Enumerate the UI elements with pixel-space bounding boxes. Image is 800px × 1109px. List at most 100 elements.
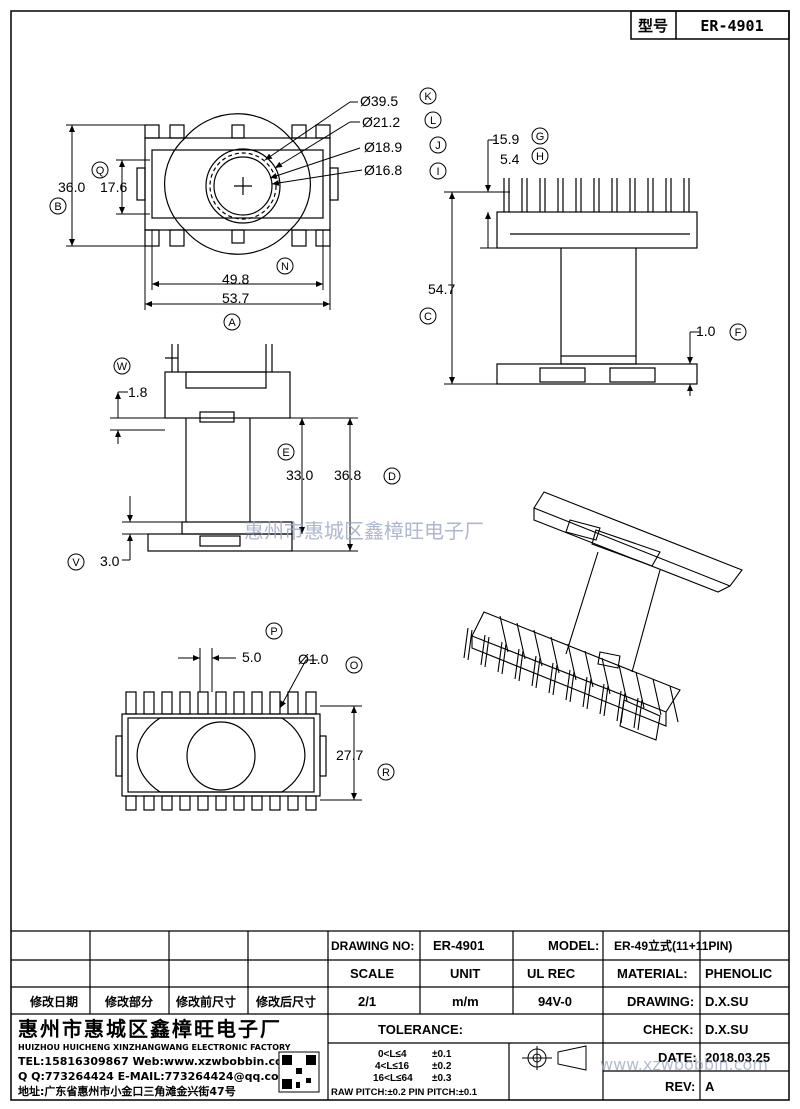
projection-symbol <box>522 1045 587 1071</box>
drawing-no: ER-4901 <box>433 938 484 953</box>
top-view-labels: Ø39.5 Ø21.2 Ø18.9 Ø16.8 36.0 17.6 49.8 5… <box>58 93 402 306</box>
dim-d4: Ø16.8 <box>364 162 402 178</box>
side-view-refs: G H C F <box>419 127 747 341</box>
dim-w: 1.8 <box>128 384 148 400</box>
bottom-pin-bottom <box>143 795 155 811</box>
iso-fin <box>669 685 679 723</box>
iso-fin <box>601 657 611 695</box>
drawing-label: DRAWING: <box>627 994 694 1009</box>
bottom-pin-top <box>251 691 263 715</box>
company-qq: Q Q:773264424 E-MAIL:773264424@qq.com <box>18 1070 290 1083</box>
iso-pin <box>552 664 558 696</box>
tol-range-1: 0<L≤4 <box>378 1049 407 1060</box>
rev-header-date: 修改日期 <box>29 994 78 1009</box>
tol-value-2: ±0.2 <box>432 1061 452 1072</box>
ref-c: C <box>424 311 432 323</box>
iso-pin <box>497 641 503 673</box>
ul-value: 94V-0 <box>538 994 572 1009</box>
ref-l: L <box>430 115 436 127</box>
bottom-pin-top <box>179 691 191 715</box>
bottom-pin-bottom <box>305 795 317 811</box>
ref-o: O <box>350 660 359 672</box>
ref-a: A <box>228 317 236 329</box>
check-label: CHECK: <box>643 1022 694 1037</box>
bottom-view <box>115 691 327 811</box>
ref-q: Q <box>96 165 105 177</box>
company-address: 地址:广东省惠州市小金口三角滩金兴街47号 <box>18 1084 236 1098</box>
bottom-pin-top <box>215 691 227 715</box>
dim-d2: Ø21.2 <box>362 114 400 130</box>
iso-pin <box>463 627 469 659</box>
bottom-view-dims <box>178 648 362 801</box>
front-view <box>147 344 293 552</box>
front-view-dims <box>110 391 358 561</box>
ref-b: B <box>54 201 61 213</box>
rev-header-after: 修改后尺寸 <box>255 994 316 1009</box>
qr-code <box>278 1051 320 1093</box>
side-view-dims <box>444 139 700 396</box>
tol-value-3: ±0.3 <box>432 1073 452 1084</box>
tol-range-3: 16<L≤64 <box>373 1073 413 1084</box>
dim-width-outer: 53.7 <box>222 290 249 306</box>
iso-fin <box>652 678 662 716</box>
bottom-view-refs: P O R <box>265 622 395 781</box>
model-label: MODEL: <box>548 938 599 953</box>
side-view-labels: 15.9 5.4 54.7 1.0 <box>428 131 716 339</box>
header-model: ER-4901 <box>700 17 763 35</box>
site-watermark: www.xzwbobbin.com <box>600 1055 768 1074</box>
tol-range-2: 4<L≤16 <box>375 1061 410 1072</box>
iso-pin <box>633 697 639 729</box>
ref-v: V <box>72 557 80 569</box>
bottom-pin-bottom <box>251 795 263 811</box>
dim-d: 36.8 <box>334 467 361 483</box>
iso-pin <box>531 655 537 687</box>
top-view-refs: K L J I Q B N A <box>49 87 447 331</box>
dim-height-inner: 17.6 <box>100 179 127 195</box>
iso-pin <box>599 683 605 715</box>
scale-label: SCALE <box>350 966 394 981</box>
iso-pin <box>484 636 490 668</box>
sheet-border <box>10 10 790 1101</box>
iso-pin <box>586 678 592 710</box>
drawing-value: D.X.SU <box>705 994 748 1009</box>
bottom-pin-top <box>233 691 245 715</box>
iso-pin <box>514 648 520 680</box>
bottom-pin-top <box>161 691 173 715</box>
dim-h: 5.4 <box>500 151 520 167</box>
iso-fin <box>635 671 645 709</box>
unit-value: m/m <box>452 994 479 1009</box>
bottom-pin-top <box>125 691 137 715</box>
ref-r: R <box>382 767 390 779</box>
bottom-pin-bottom <box>287 795 299 811</box>
header-label: 型号 <box>638 17 668 35</box>
iso-pin <box>535 657 541 689</box>
date-label: DATE: <box>658 1050 697 1065</box>
ref-h: H <box>536 151 544 163</box>
iso-pin <box>637 699 643 731</box>
header-box: 型号 ER-4901 <box>630 10 790 40</box>
company-name-en: HUIZHOU HUICHENG XINZHANGWANG ELECTRONIC… <box>18 1043 291 1052</box>
bottom-pin-bottom <box>125 795 137 811</box>
iso-pin <box>518 650 524 682</box>
iso-pin <box>582 676 588 708</box>
ref-n: N <box>281 261 289 273</box>
dim-d3: Ø18.9 <box>364 139 402 155</box>
ul-label: UL REC <box>527 966 576 981</box>
scale-value: 2/1 <box>358 994 376 1009</box>
dim-outer-dia: Ø39.5 <box>360 93 398 109</box>
iso-pin <box>480 634 486 666</box>
unit-label: UNIT <box>450 966 480 981</box>
iso-pin <box>603 685 609 717</box>
dim-f: 1.0 <box>696 323 716 339</box>
dim-height-outer: 36.0 <box>58 179 85 195</box>
bottom-view-labels: 5.0 Ø1.0 27.7 <box>242 649 363 763</box>
material-label: MATERIAL: <box>617 966 688 981</box>
iso-fin <box>499 615 509 653</box>
dim-g: 15.9 <box>492 131 519 147</box>
watermark: 惠州市惠城区鑫樟旺电子厂 <box>244 519 484 543</box>
bottom-pin-bottom <box>269 795 281 811</box>
iso-fin <box>533 629 543 667</box>
side-view <box>496 178 698 385</box>
bottom-pin-bottom <box>233 795 245 811</box>
